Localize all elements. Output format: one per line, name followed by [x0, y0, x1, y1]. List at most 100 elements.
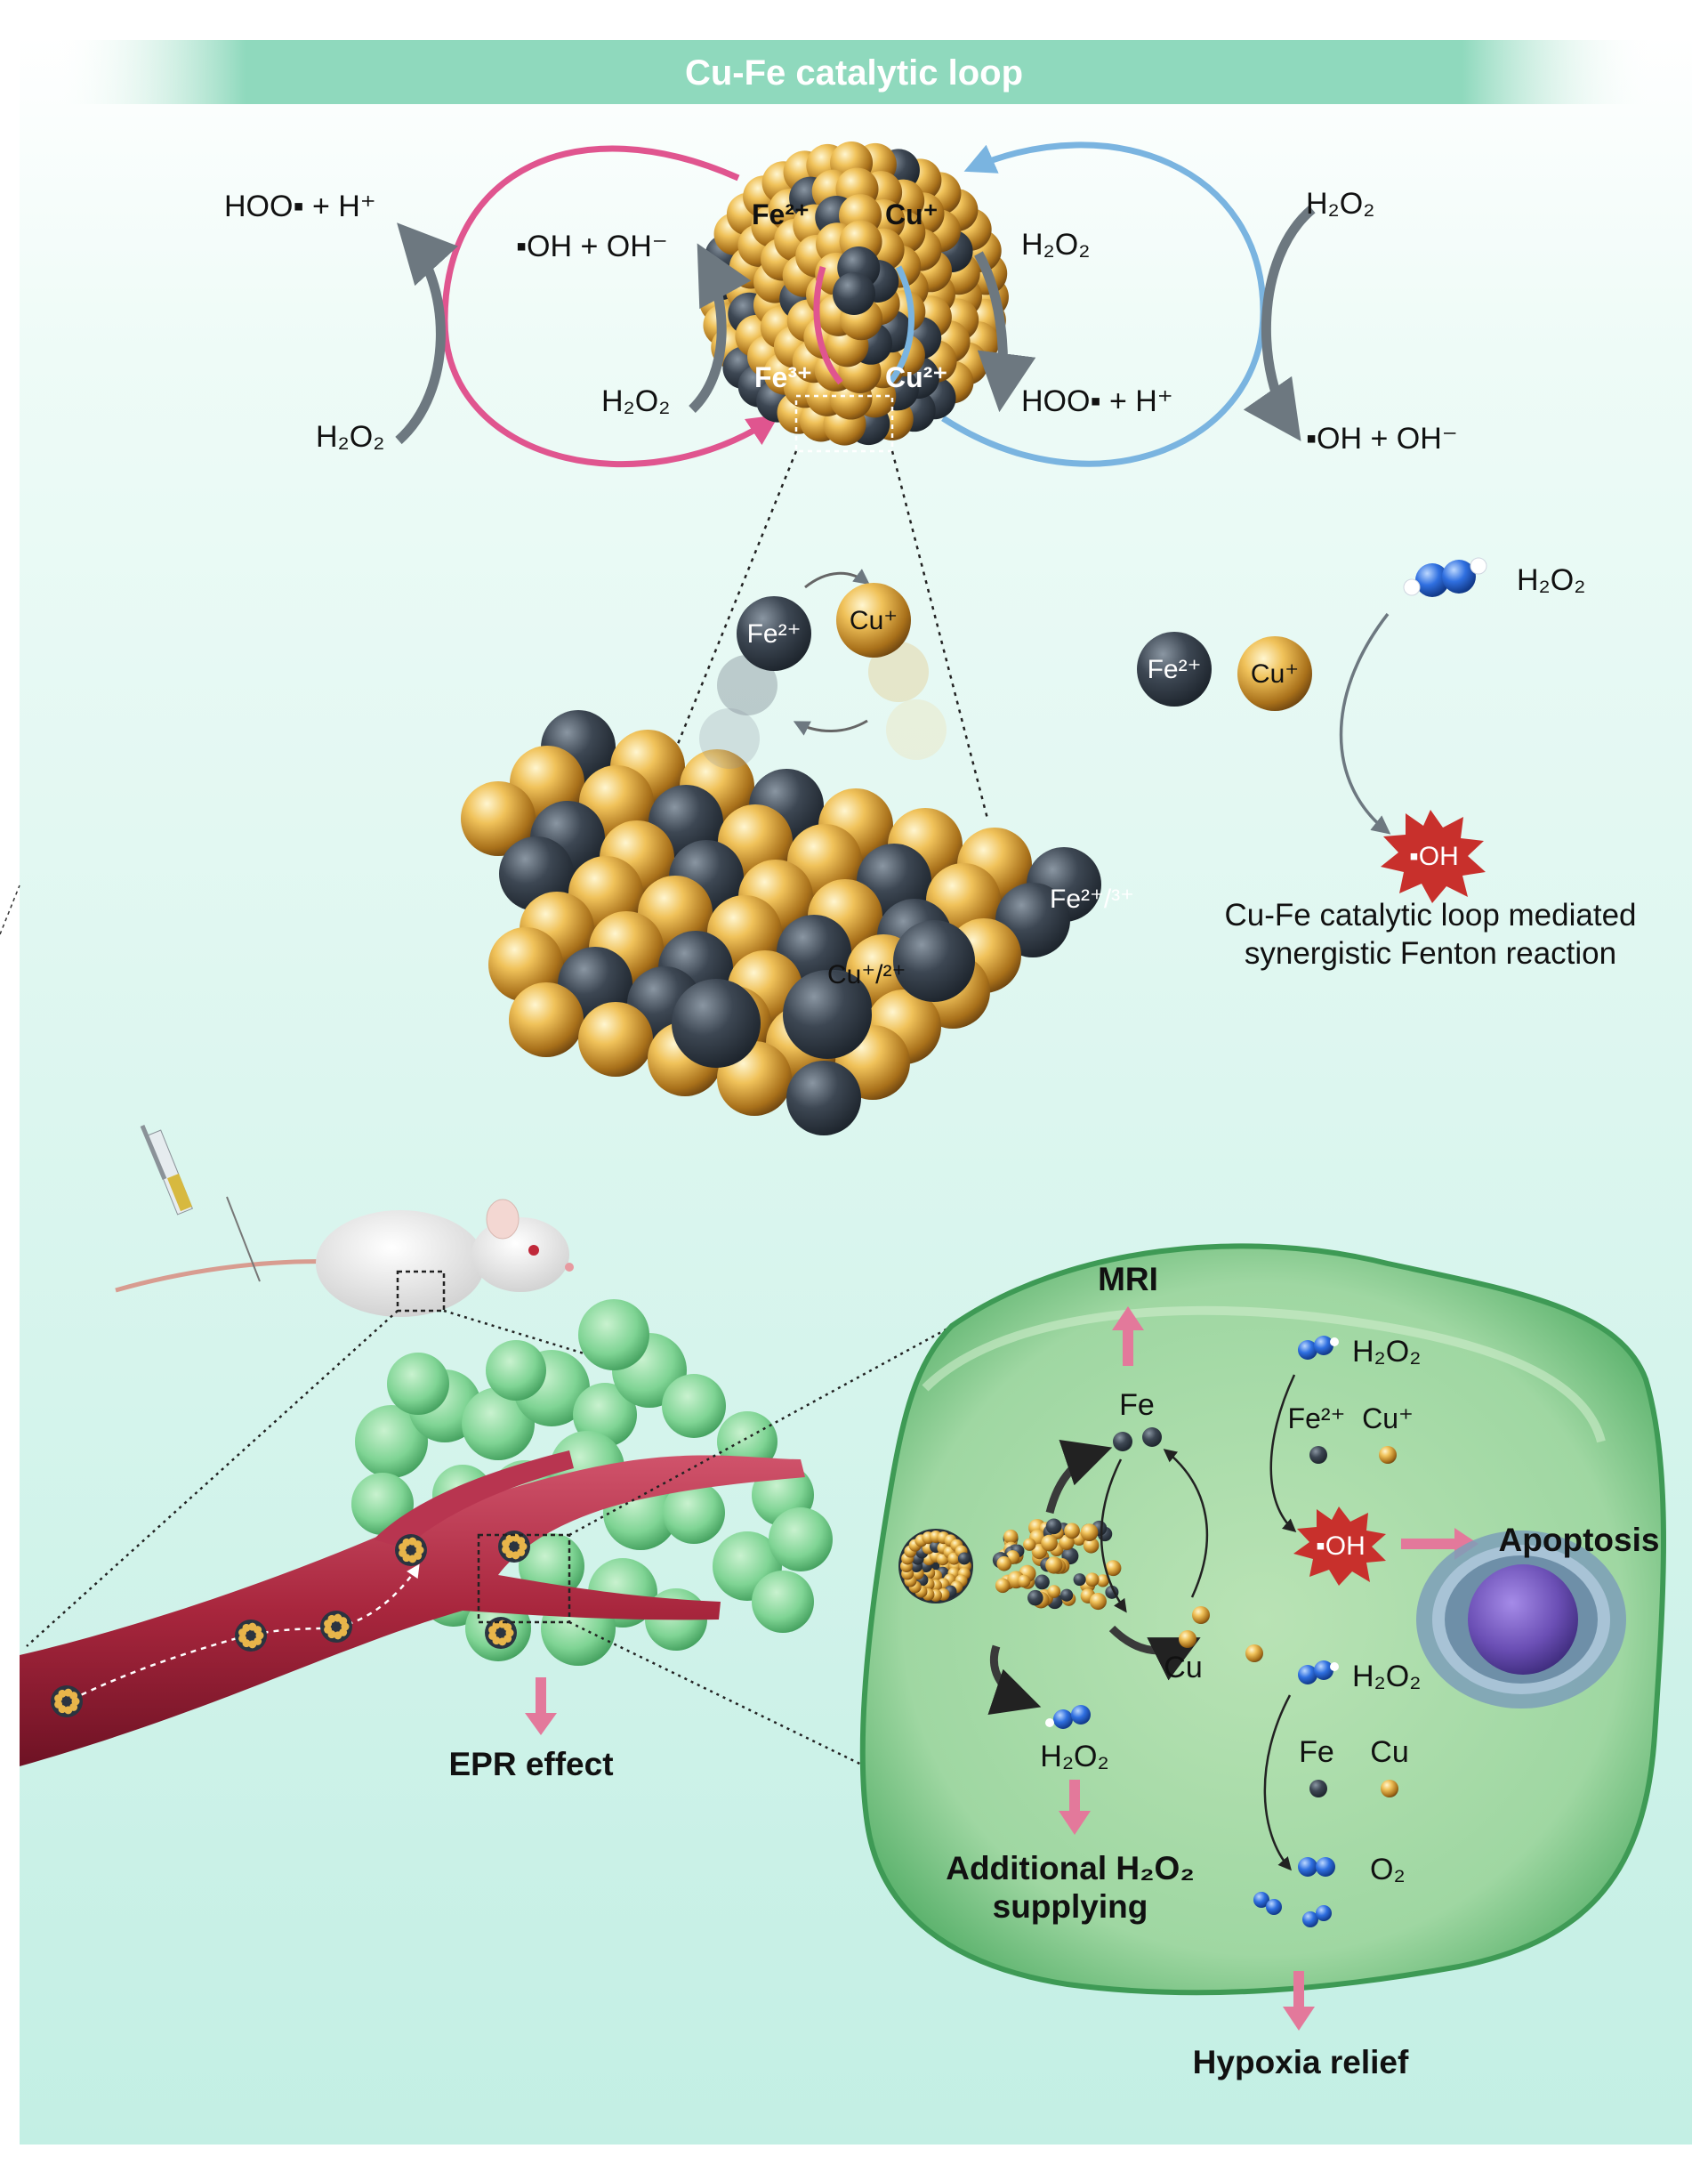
cu1-sphere [836, 583, 911, 658]
nanoparticle-dot [402, 1538, 411, 1547]
release-h2o2-label: H₂O₂ [1040, 1740, 1108, 1773]
left-edge-dashed-mark [0, 885, 20, 935]
fenton-fe2-sphere [1137, 632, 1212, 707]
cell-h2o2-top-b [1314, 1336, 1333, 1355]
degrade-particle [1084, 1572, 1100, 1587]
label-hoo-left: HOO▪ + H⁺ [224, 190, 376, 223]
fe-ion-1 [1113, 1432, 1132, 1451]
cu-ion-3 [1245, 1644, 1263, 1662]
cell-oh-burst [1293, 1507, 1386, 1586]
tumor-nodule [462, 1387, 535, 1460]
mri-arrow-head [1112, 1306, 1144, 1330]
ghost-sphere-2 [699, 708, 760, 769]
cell-membrane [859, 1243, 1666, 1996]
tumor-nodule [355, 1405, 428, 1478]
degrade-particle [1089, 1593, 1107, 1611]
cell-h2o2-bottom-a [1298, 1665, 1317, 1684]
nanoparticle-dot [488, 1631, 497, 1640]
degrade-particle [1064, 1523, 1080, 1539]
label-h2o2-inner-left: H₂O₂ [601, 384, 670, 418]
hypoxia-arrow-head [1283, 2007, 1315, 2031]
cell-fenton-arrow [1269, 1374, 1297, 1532]
circulating-nanoparticles [51, 1531, 530, 1717]
cu1-sphere-label: Cu⁺ [850, 606, 898, 635]
degrade-particle [1003, 1529, 1019, 1545]
tumor-nodule [486, 1340, 546, 1401]
nanoparticle-dot [54, 1700, 63, 1708]
cell-h2o2-bottom-b [1314, 1660, 1333, 1680]
degrade-particle [1045, 1518, 1062, 1535]
cell-oh-label: ▪OH [1316, 1531, 1366, 1561]
mouse-zoom-line-right [443, 1309, 655, 1377]
blood-vessel [20, 1455, 805, 1766]
fe-label: Fe [1119, 1388, 1155, 1422]
cell-cu-label: Cu [1370, 1735, 1408, 1769]
label-oh-right: ▪OH + OH⁻ [1306, 422, 1458, 456]
gray-arrow-far-left [395, 222, 458, 445]
nanoparticle-dot [242, 1623, 251, 1632]
degrading-nanoparticle [992, 1518, 1122, 1611]
cu-label: Cu [1164, 1651, 1202, 1684]
ion-label-cu2: Cu²⁺ [885, 361, 947, 393]
cell-cu1-label: Cu⁺ [1362, 1402, 1414, 1434]
additional-arrow-head [1059, 1811, 1091, 1835]
epr-label: EPR effect [448, 1746, 613, 1782]
cell-catalase-arrow [1263, 1694, 1292, 1871]
ion-label-fe3: Fe³⁺ [754, 361, 812, 393]
label-oh-inner-left: ▪OH + OH⁻ [516, 230, 668, 263]
ghost-sphere-3 [868, 642, 929, 702]
o2-bubble-1 [1253, 1892, 1269, 1908]
tumor-nodule [387, 1353, 449, 1415]
lattice-sphere [786, 1061, 861, 1135]
fenton-caption-line2: synergistic Fenton reaction [1245, 936, 1616, 971]
label-h2o2-left: H₂O₂ [316, 420, 384, 454]
nanoparticle-dot [327, 1614, 336, 1623]
banner-title: Cu-Fe catalytic loop [685, 53, 1023, 93]
tumor-zoom-box [477, 1533, 571, 1624]
title-banner [53, 40, 1655, 104]
nanoparticle [235, 1620, 267, 1652]
fenton-fe2-label: Fe²⁺ [1148, 655, 1202, 684]
nanoparticle [485, 1617, 517, 1649]
cell-fe-label: Fe [1299, 1735, 1334, 1769]
cluster-sphere [833, 272, 875, 315]
label-h2o2-inner-right: H₂O₂ [1021, 228, 1090, 262]
cell-h2o2-top-a [1298, 1340, 1317, 1360]
zoom-line-left [639, 450, 798, 837]
o2-molecule-a [1298, 1857, 1317, 1877]
fenton-arrow [1339, 612, 1391, 835]
cell-cu-dot [1381, 1780, 1398, 1797]
lattice-sphere [783, 970, 872, 1059]
fenton-cu1-label: Cu⁺ [1251, 659, 1299, 689]
degrade-particle [996, 1555, 1012, 1571]
lattice-sphere [893, 920, 975, 1002]
gray-arrow-inner-right [974, 251, 1036, 413]
release-h2o2-b [1071, 1705, 1091, 1725]
tumor-cell: MRI Fe Cu H₂O₂ Additional H₂O₂ supplying… [859, 1243, 1666, 1996]
mouse-eye [528, 1245, 539, 1256]
additional-label-line1: Additional H₂O₂ [946, 1850, 1195, 1886]
cell-o2-label: O₂ [1370, 1853, 1406, 1886]
fenton-oh-label: ▪OH [1409, 842, 1459, 871]
degrade-particle [1027, 1589, 1043, 1606]
fenton-reaction: H₂O₂ Fe²⁺ Cu⁺ ▪OH Cu-Fe catalytic loop m… [1137, 557, 1637, 971]
o2-bubble-2 [1266, 1899, 1282, 1915]
tumor-zoom-line-top [568, 1320, 962, 1537]
fenton-cu1-sphere [1237, 636, 1312, 711]
nanoparticle [395, 1534, 427, 1566]
nanoparticle-path [61, 1563, 420, 1706]
nanoparticle [320, 1611, 352, 1643]
nanoparticle-dot [512, 1551, 520, 1560]
epr-arrow-head [525, 1713, 557, 1735]
cell-cu1-dot [1379, 1446, 1397, 1464]
nanoparticle-dot [408, 1555, 417, 1563]
degrade-particle [1096, 1574, 1109, 1587]
hypoxia-label: Hypoxia relief [1193, 2044, 1409, 2080]
ghost-sphere-1 [717, 655, 777, 715]
zoom-box [794, 394, 894, 453]
nanoparticle-dot [238, 1634, 247, 1643]
mouse-zoom-box [396, 1270, 446, 1313]
surface-cu-label: Cu⁺/²⁺ [827, 960, 906, 990]
